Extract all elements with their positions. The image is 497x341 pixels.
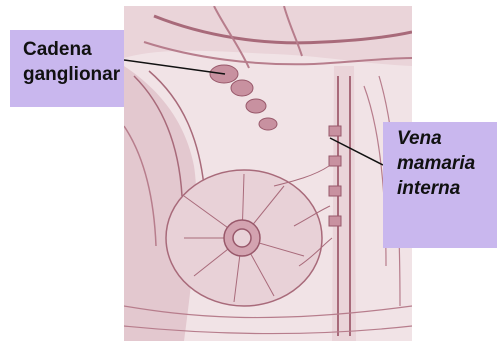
label-cadena-ganglionar: Cadena ganglionar <box>10 30 124 107</box>
leader-line-cadena <box>124 60 225 74</box>
label-vena-mamaria-interna: Vena mamaria interna <box>383 122 497 248</box>
leader-line-vena <box>330 138 383 165</box>
